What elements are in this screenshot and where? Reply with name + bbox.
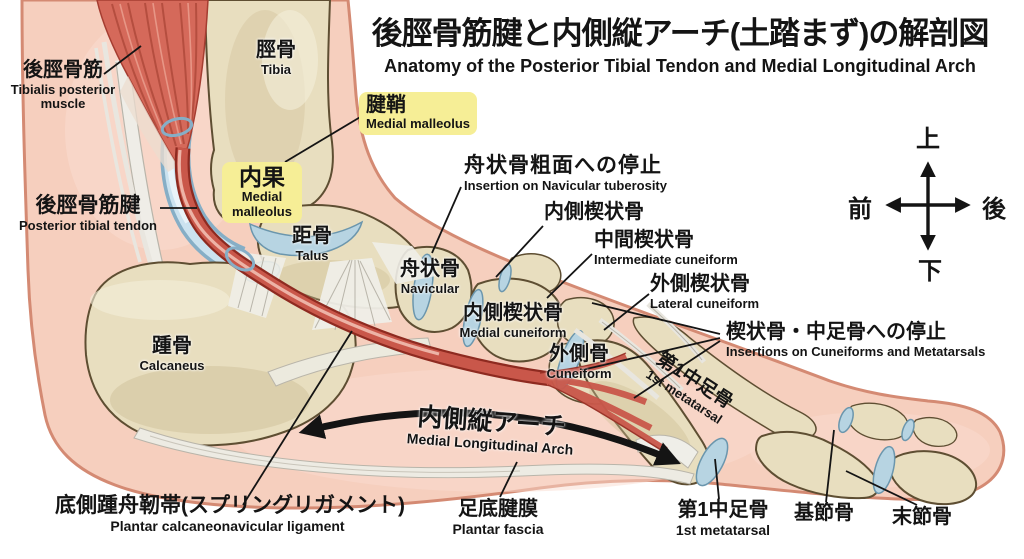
leader-tendon-sheath xyxy=(284,115,363,163)
label-spring-ligament-en: Plantar calcaneonavicular ligament xyxy=(110,517,345,534)
tibiotalar-cartilage xyxy=(249,220,364,257)
compass-back: 後 xyxy=(982,196,1006,223)
label-cuneiform-jp: 外側骨 xyxy=(549,343,609,365)
leader-insertions-1 xyxy=(591,302,721,335)
label-insertions-cuneiforms-metatarsals: 楔状骨・中足骨への停止 Insertions on Cuneiforms and… xyxy=(726,321,986,359)
title-jp: 後脛骨筋腱と内側縦アーチ(土踏まず)の解剖図 xyxy=(371,16,990,51)
label-posterior-tibial-tendon: 後脛骨筋腱 Posterior tibial tendon xyxy=(4,194,172,233)
label-insertion-navicular-jp: 舟状骨粗面への停止 xyxy=(464,154,662,177)
label-first-metatarsal-jp: 第1中足骨 xyxy=(677,499,769,521)
label-insertion-navicular: 舟状骨粗面への停止 Insertion on Navicular tuberos… xyxy=(464,154,667,193)
arch-arrow xyxy=(298,409,681,466)
leader-insertion-navicular xyxy=(431,186,462,254)
label-proximal-phalanx-jp: 基節骨 xyxy=(794,502,854,524)
label-insertions-en: Insertions on Cuneiforms and Metatarsals xyxy=(726,343,986,359)
title: 後脛骨筋腱と内側縦アーチ(土踏まず)の解剖図 Anatomy of the Po… xyxy=(336,8,1024,77)
label-medial-cuneiform: 内側楔状骨 Medial cuneiform xyxy=(450,302,576,340)
label-navicular: 舟状骨 Navicular xyxy=(394,258,466,296)
label-talus-jp: 距骨 xyxy=(292,225,332,247)
label-navicular-en: Navicular xyxy=(400,280,460,296)
label-distal-phalanx: 末節骨 xyxy=(882,506,962,529)
label-tibia-jp: 脛骨 xyxy=(256,39,296,61)
label-lateral-cuneiform-en: Lateral cuneiform xyxy=(650,295,760,311)
title-en: Anatomy of the Posterior Tibial Tendon a… xyxy=(384,56,976,76)
label-calcaneus-jp: 踵骨 xyxy=(152,335,192,357)
label-calcaneus-en: Calcaneus xyxy=(139,357,205,373)
label-distal-phalanx-jp: 末節骨 xyxy=(892,506,952,528)
label-tendon-sheath: 腱鞘 Medial malleolus xyxy=(359,92,478,135)
compass-down: 下 xyxy=(918,258,942,285)
label-spring-ligament: 底側踵舟靭帯(スプリングリガメント) Plantar calcaneonavic… xyxy=(55,494,405,534)
label-tibialis-posterior-muscle: 後脛骨筋 Tibialis posterior muscle xyxy=(2,59,124,112)
leader-first-metatarsal xyxy=(714,458,720,500)
label-tibia: 脛骨 Tibia xyxy=(234,39,318,77)
label-insertions-jp: 楔状骨・中足骨への停止 xyxy=(726,321,946,343)
leader-insertions-2 xyxy=(581,337,721,371)
label-talus: 距骨 Talus xyxy=(282,225,342,263)
label-spring-ligament-jp: 底側踵舟靭帯(スプリングリガメント) xyxy=(55,494,405,517)
label-calcaneus: 踵骨 Calcaneus xyxy=(132,335,212,373)
label-tendon-sheath-jp: 腱鞘 xyxy=(366,94,406,116)
label-proximal-phalanx: 基節骨 xyxy=(784,502,864,525)
leader-medial-cuneiform-pointer xyxy=(495,225,544,278)
leader-proximal-phalanx xyxy=(825,429,835,503)
label-medial-cuneiform-pointer-jp: 内側楔状骨 xyxy=(544,201,644,223)
label-lateral-cuneiform-jp: 外側楔状骨 xyxy=(650,273,750,295)
label-medial-cuneiform-jp: 内側楔状骨 xyxy=(463,302,563,324)
label-lateral-cuneiform: 外側楔状骨 Lateral cuneiform xyxy=(650,273,760,311)
leader-muscle xyxy=(103,45,142,75)
label-navicular-jp: 舟状骨 xyxy=(400,258,460,280)
leader-plantar-fascia xyxy=(499,461,518,498)
label-medial-malleolus: 内果 Medial malleolus xyxy=(222,162,302,224)
leader-lines xyxy=(103,45,918,506)
compass-front: 前 xyxy=(848,196,872,223)
label-insertion-navicular-en: Insertion on Navicular tuberosity xyxy=(464,177,667,193)
leader-insertions-3 xyxy=(633,340,721,399)
label-plantar-fascia-jp: 足底腱膜 xyxy=(458,498,538,520)
label-tendon-sheath-en: Medial malleolus xyxy=(366,116,471,131)
label-medial-cuneiform-pointer: 内側楔状骨 xyxy=(544,201,644,224)
label-talus-en: Talus xyxy=(295,247,329,263)
label-tibialis-posterior-muscle-en: Tibialis posterior muscle xyxy=(10,81,116,112)
label-medial-malleolus-en: Medial malleolus xyxy=(232,189,292,219)
label-intermediate-cuneiform: 中間楔状骨 Intermediate cuneiform xyxy=(594,229,738,267)
compass-arrows xyxy=(885,161,971,251)
compass-up: 上 xyxy=(916,126,940,153)
label-posterior-tibial-tendon-en: Posterior tibial tendon xyxy=(19,217,157,233)
label-posterior-tibial-tendon-jp: 後脛骨筋腱 xyxy=(35,194,141,217)
leader-spring-ligament xyxy=(242,330,353,506)
label-tibia-en: Tibia xyxy=(260,61,292,77)
label-first-metatarsal-en: 1st metatarsal xyxy=(675,521,771,538)
leader-distal-phalanx xyxy=(845,470,918,506)
label-tibialis-posterior-muscle-jp: 後脛骨筋 xyxy=(23,59,103,81)
label-cuneiform: 外側骨 Cuneiform xyxy=(534,343,624,381)
label-intermediate-cuneiform-jp: 中間楔状骨 xyxy=(594,229,694,251)
label-intermediate-cuneiform-en: Intermediate cuneiform xyxy=(594,251,738,267)
label-medial-malleolus-jp: 内果 xyxy=(239,164,285,190)
label-cuneiform-en: Cuneiform xyxy=(546,365,612,381)
label-plantar-fascia: 足底腱膜 Plantar fascia xyxy=(437,498,559,537)
label-first-metatarsal: 第1中足骨 1st metatarsal xyxy=(662,499,784,538)
leader-intermediate-cuneiform xyxy=(546,253,593,299)
label-medial-cuneiform-en: Medial cuneiform xyxy=(459,324,567,340)
label-plantar-fascia-en: Plantar fascia xyxy=(452,520,544,537)
